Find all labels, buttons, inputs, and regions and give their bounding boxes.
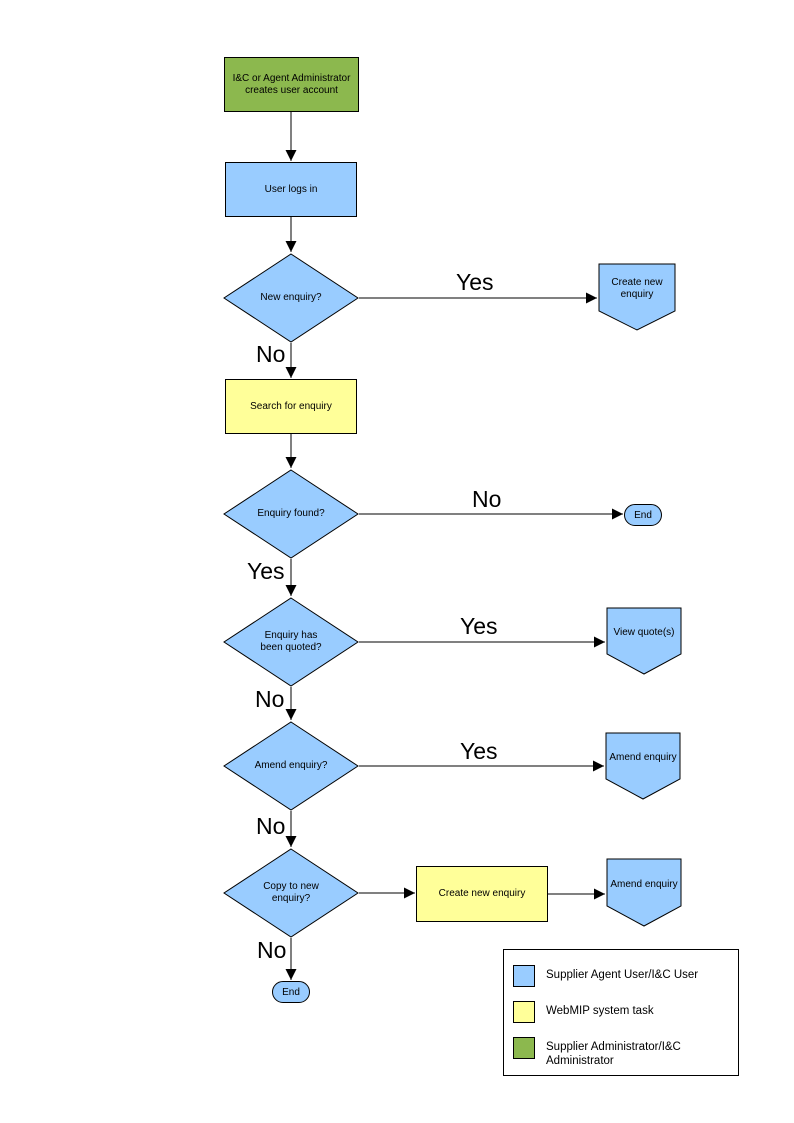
process-create-new-enquiry-mid: Create new enquiry bbox=[416, 866, 548, 922]
process-create-account: I&C or Agent Administrator creates user … bbox=[224, 57, 359, 112]
decision-enquiry-quoted-label: Enquiry has been quoted? bbox=[260, 630, 322, 653]
edge-label-yes-enquiry-found: Yes bbox=[247, 558, 285, 584]
offpage-view-quotes: View quote(s) bbox=[606, 607, 682, 675]
legend-item-user: Supplier Agent User/I&C User bbox=[513, 965, 730, 987]
decision-amend-enquiry: Amend enquiry? bbox=[223, 721, 359, 811]
decision-new-enquiry: New enquiry? bbox=[223, 253, 359, 343]
edge-label-no-new-enquiry: No bbox=[256, 341, 286, 367]
decision-enquiry-found-label: Enquiry found? bbox=[257, 508, 325, 519]
process-search-for-enquiry-label: Search for enquiry bbox=[250, 400, 332, 412]
legend: Supplier Agent User/I&C User WebMIP syst… bbox=[503, 949, 739, 1076]
legend-label-user: Supplier Agent User/I&C User bbox=[546, 969, 699, 981]
legend-swatch-admin bbox=[513, 1037, 535, 1059]
edge-label-yes-new-enquiry: Yes bbox=[456, 269, 494, 295]
edge-label-no-amend: No bbox=[256, 813, 286, 839]
decision-amend-enquiry-label: Amend enquiry? bbox=[254, 760, 328, 771]
decision-enquiry-quoted: Enquiry has been quoted? bbox=[223, 597, 359, 687]
offpage-amend-enquiry-1: Amend enquiry bbox=[605, 732, 681, 800]
decision-copy-to-new-label: Copy to new enquiry? bbox=[263, 881, 319, 904]
edge-label-no-quoted: No bbox=[255, 686, 285, 712]
terminator-end-right: End bbox=[624, 504, 662, 526]
legend-label-admin: Supplier Administrator/I&C Administrator bbox=[546, 1041, 681, 1067]
terminator-end-bottom-label: End bbox=[282, 986, 300, 998]
edge-label-no-enquiry-found: No bbox=[472, 486, 502, 512]
offpage-view-quotes-label: View quote(s) bbox=[613, 627, 675, 638]
edge-label-yes-quoted: Yes bbox=[460, 613, 498, 639]
process-search-for-enquiry: Search for enquiry bbox=[225, 379, 357, 434]
offpage-create-new-enquiry-label: Create new enquiry bbox=[611, 277, 663, 300]
legend-item-system: WebMIP system task bbox=[513, 1001, 730, 1023]
legend-item-admin: Supplier Administrator/I&C Administrator bbox=[513, 1037, 730, 1068]
edge-label-yes-amend: Yes bbox=[460, 738, 498, 764]
offpage-amend-enquiry-2: Amend enquiry bbox=[606, 858, 682, 927]
offpage-amend-enquiry-2-label: Amend enquiry bbox=[610, 878, 678, 890]
legend-label-system: WebMIP system task bbox=[546, 1005, 654, 1017]
decision-new-enquiry-label: New enquiry? bbox=[260, 292, 322, 303]
process-user-logs-in-label: User logs in bbox=[264, 183, 318, 195]
terminator-end-right-label: End bbox=[634, 509, 652, 521]
edge-label-no-copy: No bbox=[257, 937, 287, 963]
legend-swatch-user bbox=[513, 965, 535, 987]
process-create-new-enquiry-mid-label: Create new enquiry bbox=[438, 888, 526, 899]
offpage-amend-enquiry-1-label: Amend enquiry bbox=[609, 752, 677, 763]
process-user-logs-in: User logs in bbox=[225, 162, 357, 217]
legend-swatch-system bbox=[513, 1001, 535, 1023]
decision-enquiry-found: Enquiry found? bbox=[223, 469, 359, 559]
process-create-account-label: I&C or Agent Administrator creates user … bbox=[232, 72, 351, 96]
decision-copy-to-new: Copy to new enquiry? bbox=[223, 848, 359, 938]
offpage-create-new-enquiry: Create new enquiry bbox=[598, 263, 676, 331]
terminator-end-bottom: End bbox=[272, 981, 310, 1003]
